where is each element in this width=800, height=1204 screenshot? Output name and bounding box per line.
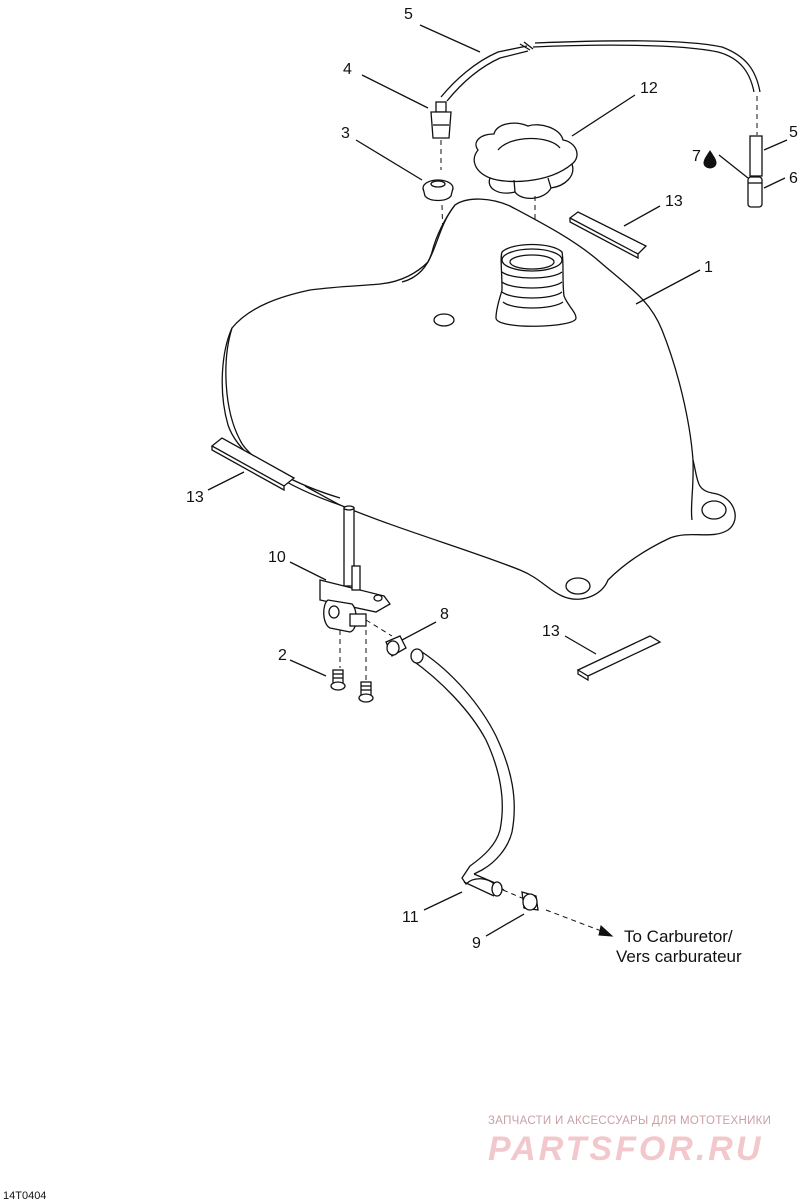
callout-5-right: 5 [789,124,798,141]
callout-13-bottom: 13 [542,623,560,640]
screw-right [358,681,374,703]
hose-clamp-upper [385,635,407,657]
watermark-logo: PARTSFOR.RU [488,1130,763,1168]
leader-lines [207,24,788,937]
callout-13-left: 13 [186,489,204,506]
callout-10: 10 [268,549,286,566]
pad-top-right [568,211,648,260]
callout-5-top: 5 [404,6,413,23]
screw-left [330,669,346,691]
callout-8: 8 [440,606,449,623]
callout-12: 12 [640,80,658,97]
watermark-tagline: ЗАПЧАСТИ И АКСЕССУАРЫ ДЛЯ МОТОТЕХНИКИ [488,1115,771,1127]
destination-line-2: Vers carburateur [616,947,742,966]
vent-hose-end [749,135,763,177]
callout-11: 11 [402,909,419,926]
callout-4: 4 [343,61,352,78]
vent-fitting [430,101,452,170]
to-carburetor-arrow [545,909,614,937]
callout-9: 9 [472,935,481,952]
hose-clamp-lower [521,891,539,911]
fuel-cap [473,122,578,248]
vent-hose [440,40,761,135]
pad-left [210,437,296,492]
destination-line-1: To Carburetor/ [624,927,733,946]
callout-2: 2 [278,647,287,664]
fuel-tank [221,198,736,600]
fuel-valve [319,505,393,680]
check-valve [747,176,763,208]
watermark: ЗАПЧАСТИ И АКСЕССУАРЫ ДЛЯ МОТОТЕХНИКИ PA… [488,1115,771,1168]
destination-label: To Carburetor/ Vers carburateur [616,927,742,966]
callout-13-top: 13 [665,193,683,210]
grommet [422,179,454,311]
figure-id: 14T0404 [3,1190,46,1202]
pad-bottom [576,635,662,682]
callout-7: 7 [692,148,701,165]
callout-3: 3 [341,125,350,142]
fuel-line [410,648,523,899]
drop-icon [703,150,717,169]
callout-labels: 5 4 12 3 5 7 6 13 1 13 10 8 13 2 11 9 [186,6,798,952]
callout-1: 1 [704,259,713,276]
callout-6: 6 [789,170,798,187]
